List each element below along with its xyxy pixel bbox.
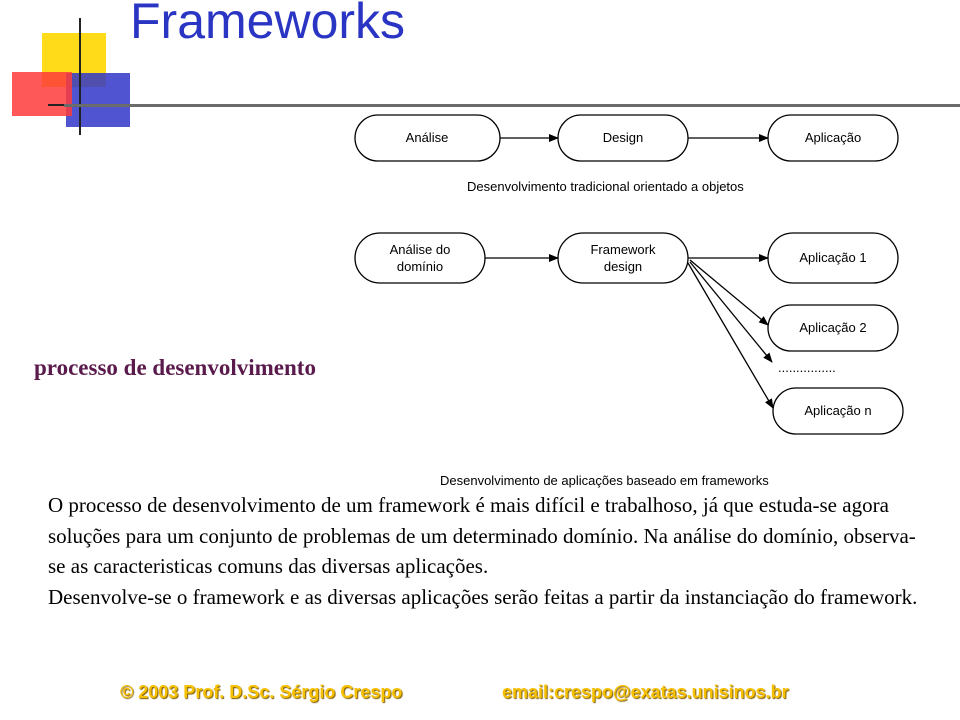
footer-copyright: © 2003 Prof. D.Sc. Sérgio Crespo [120, 682, 403, 702]
caption-traditional: Desenvolvimento tradicional orientado a … [467, 179, 744, 194]
caption-framework: Desenvolvimento de aplicações baseado em… [440, 473, 769, 488]
node-aplicacao-1: Aplicação 1 [767, 232, 899, 284]
svg-text:Aplicação 2: Aplicação 2 [799, 320, 866, 335]
slide-title: Frameworks [130, 0, 406, 49]
arrow-framework-appn [687, 262, 774, 409]
svg-text:Aplicação: Aplicação [805, 130, 861, 145]
body-paragraph-1: O processo de desenvolvimento de um fram… [48, 493, 916, 578]
node-analise: Análise [354, 114, 501, 162]
node-analise-dominio: Análise do domínio [354, 232, 486, 284]
ellipsis-more-apps: ................ [778, 360, 836, 375]
node-aplicacao: Aplicação [767, 114, 899, 162]
decorative-logo [12, 18, 140, 135]
arrow-framework-app2 [689, 259, 769, 326]
arrow-framework-ellipsis [689, 261, 773, 363]
footer-email: email:crespo@exatas.unisinos.br [502, 682, 789, 702]
svg-text:Framework: Framework [590, 242, 656, 257]
body-paragraph-2: Desenvolve-se o framework e as diversas … [48, 584, 918, 609]
svg-text:design: design [604, 259, 642, 274]
section-subheading: processo de desenvolvimento [34, 355, 316, 380]
title-divider [64, 104, 960, 107]
node-design: Design [557, 114, 689, 162]
svg-text:Design: Design [603, 130, 643, 145]
svg-text:domínio: domínio [397, 259, 443, 274]
node-aplicacao-n: Aplicação n [772, 387, 904, 435]
node-aplicacao-2: Aplicação 2 [767, 304, 899, 352]
svg-text:Aplicação n: Aplicação n [804, 403, 871, 418]
svg-text:Análise: Análise [406, 130, 449, 145]
svg-text:Análise do: Análise do [390, 242, 451, 257]
body-text: O processo de desenvolvimento de um fram… [48, 490, 928, 612]
node-framework-design: Framework design [557, 232, 689, 284]
svg-text:Aplicação 1: Aplicação 1 [799, 250, 866, 265]
